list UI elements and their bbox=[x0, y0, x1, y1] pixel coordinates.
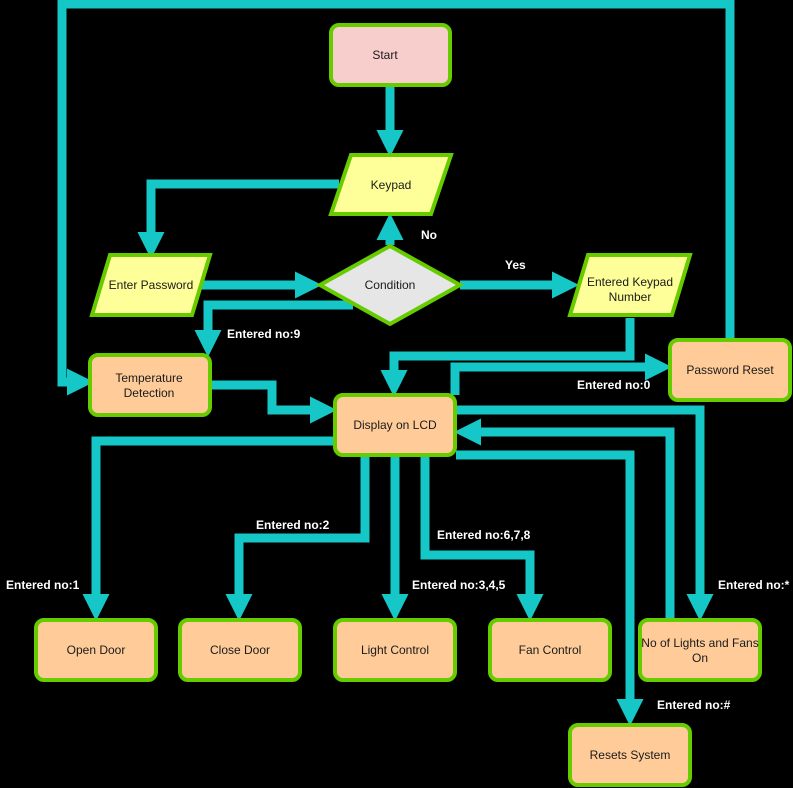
password-reset-label: Password Reset bbox=[686, 363, 774, 377]
edge-label-entered-678: Entered no:6,7,8 bbox=[437, 528, 531, 542]
edge-label-entered-0: Entered no:0 bbox=[577, 378, 651, 392]
temperature-detection-node: Temperature Detection bbox=[88, 353, 212, 417]
open-door-node: Open Door bbox=[34, 618, 158, 682]
entered-keypad-number-node: Entered Keypad Number bbox=[567, 253, 693, 317]
edge-label-entered-9: Entered no:9 bbox=[227, 327, 301, 341]
connector-temperature-to-display bbox=[211, 380, 337, 424]
connectors bbox=[57, 0, 735, 726]
light-control-node: Light Control bbox=[333, 618, 457, 682]
edge-label-no: No bbox=[421, 228, 437, 242]
open-door-label: Open Door bbox=[67, 643, 126, 657]
fan-control-node: Fan Control bbox=[488, 618, 612, 682]
temperature-detection-line2: Detection bbox=[124, 386, 175, 400]
connector-lights-fans-to-display bbox=[454, 418, 675, 618]
light-control-label: Light Control bbox=[361, 643, 429, 657]
enter-password-node: Enter Password bbox=[89, 253, 213, 317]
temperature-detection-line1: Temperature bbox=[115, 371, 183, 385]
edge-label-yes: Yes bbox=[505, 258, 526, 272]
connector-condition-to-temperature bbox=[194, 300, 353, 357]
connector-display-to-close-door bbox=[225, 457, 370, 621]
connector-display-to-open-door bbox=[82, 436, 335, 621]
condition-node: Condition bbox=[315, 243, 465, 327]
keypad-label: Keypad bbox=[371, 178, 412, 192]
edge-label-entered-2: Entered no:2 bbox=[256, 518, 330, 532]
connector-display-to-fan-control bbox=[420, 457, 544, 621]
close-door-node: Close Door bbox=[178, 618, 302, 682]
connector-keypad-number-to-display bbox=[380, 318, 635, 397]
connector-display-to-lights-fans bbox=[456, 405, 714, 621]
lights-fans-on-node: No of Lights and Fans On bbox=[638, 618, 762, 682]
connector-password-reset-to-temperature bbox=[57, 0, 735, 396]
connector-display-to-password-reset bbox=[450, 353, 672, 395]
edge-label-entered-hash: Entered no:# bbox=[657, 698, 731, 712]
enter-password-label: Enter Password bbox=[109, 278, 194, 292]
edge-label-entered-1: Entered no:1 bbox=[6, 578, 80, 592]
start-node: Start bbox=[329, 23, 452, 87]
edge-label-entered-345: Entered no:3,4,5 bbox=[412, 578, 506, 592]
display-lcd-node: Display on LCD bbox=[333, 393, 457, 457]
connector-display-to-resets-system bbox=[456, 450, 644, 726]
display-lcd-label: Display on LCD bbox=[353, 418, 437, 432]
close-door-label: Close Door bbox=[210, 643, 270, 657]
connector-keypad-to-enter-password bbox=[137, 179, 339, 259]
lights-fans-on-line1: No of Lights and Fans bbox=[641, 636, 758, 650]
start-label: Start bbox=[372, 48, 398, 62]
condition-label: Condition bbox=[365, 278, 416, 292]
password-reset-node: Password Reset bbox=[668, 338, 792, 402]
resets-system-node: Resets System bbox=[568, 723, 692, 787]
fan-control-label: Fan Control bbox=[519, 643, 582, 657]
lights-fans-on-line2: On bbox=[692, 651, 708, 665]
edge-label-entered-star: Entered no:* bbox=[718, 578, 790, 592]
entered-keypad-number-line2: Number bbox=[609, 290, 652, 304]
entered-keypad-number-line1: Entered Keypad bbox=[587, 275, 673, 289]
keypad-node: Keypad bbox=[328, 153, 454, 216]
resets-system-label: Resets System bbox=[590, 748, 671, 762]
